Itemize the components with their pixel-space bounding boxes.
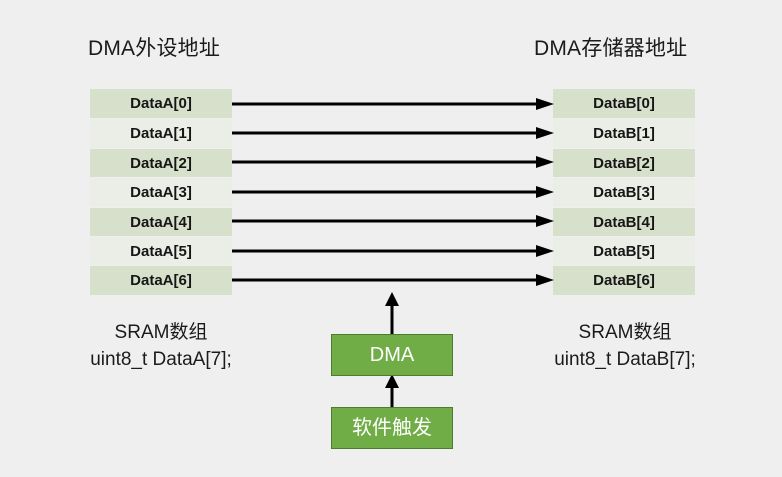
data-cell-dataa-6: DataA[6]: [90, 265, 232, 295]
left-caption: SRAM数组 uint8_t DataA[7];: [66, 319, 256, 373]
arrow-right-icon: [232, 185, 554, 198]
data-cell-datab-3: DataB[3]: [553, 177, 695, 207]
arrow-right-icon: [232, 215, 554, 228]
arrow-up-trigger-to-dma-icon: [385, 374, 399, 410]
transfer-arrow-6: [232, 265, 554, 294]
left-data-column: DataA[0] DataA[1] DataA[2] DataA[3] Data…: [90, 89, 232, 295]
right-caption-line2: uint8_t DataB[7];: [554, 349, 696, 370]
transfer-arrow-0: [232, 89, 554, 118]
data-cell-datab-5: DataB[5]: [553, 235, 695, 266]
software-trigger-block: 软件触发: [331, 407, 453, 449]
transfer-arrow-3: [232, 177, 554, 206]
data-cell-dataa-4: DataA[4]: [90, 206, 232, 236]
arrow-right-icon: [232, 156, 554, 169]
arrow-right-icon: [232, 244, 554, 257]
data-cell-datab-0: DataB[0]: [553, 89, 695, 119]
left-column-heading: DMA外设地址: [88, 37, 221, 60]
arrow-right-icon: [232, 127, 554, 140]
data-cell-datab-4: DataB[4]: [553, 206, 695, 236]
data-cell-dataa-0: DataA[0]: [90, 89, 232, 119]
arrow-right-icon: [232, 274, 554, 287]
right-data-column: DataB[0] DataB[1] DataB[2] DataB[3] Data…: [553, 89, 695, 295]
left-caption-line2: uint8_t DataA[7];: [90, 349, 232, 370]
dma-block: DMA: [331, 334, 453, 376]
data-cell-datab-6: DataB[6]: [553, 265, 695, 295]
arrow-right-icon: [232, 97, 554, 110]
data-cell-dataa-2: DataA[2]: [90, 147, 232, 178]
data-cell-dataa-1: DataA[1]: [90, 118, 232, 148]
data-cell-dataa-5: DataA[5]: [90, 235, 232, 266]
data-cell-dataa-3: DataA[3]: [90, 177, 232, 207]
transfer-arrow-2: [232, 148, 554, 177]
arrow-up-dma-to-rows-icon: [385, 292, 399, 336]
right-caption: SRAM数组 uint8_t DataB[7];: [530, 319, 720, 373]
right-caption-line1: SRAM数组: [578, 322, 672, 343]
data-cell-datab-2: DataB[2]: [553, 147, 695, 178]
transfer-arrow-5: [232, 236, 554, 265]
left-caption-line1: SRAM数组: [114, 322, 208, 343]
data-cell-datab-1: DataB[1]: [553, 118, 695, 148]
right-column-heading: DMA存储器地址: [534, 37, 688, 60]
transfer-arrow-1: [232, 118, 554, 147]
transfer-arrow-4: [232, 207, 554, 236]
